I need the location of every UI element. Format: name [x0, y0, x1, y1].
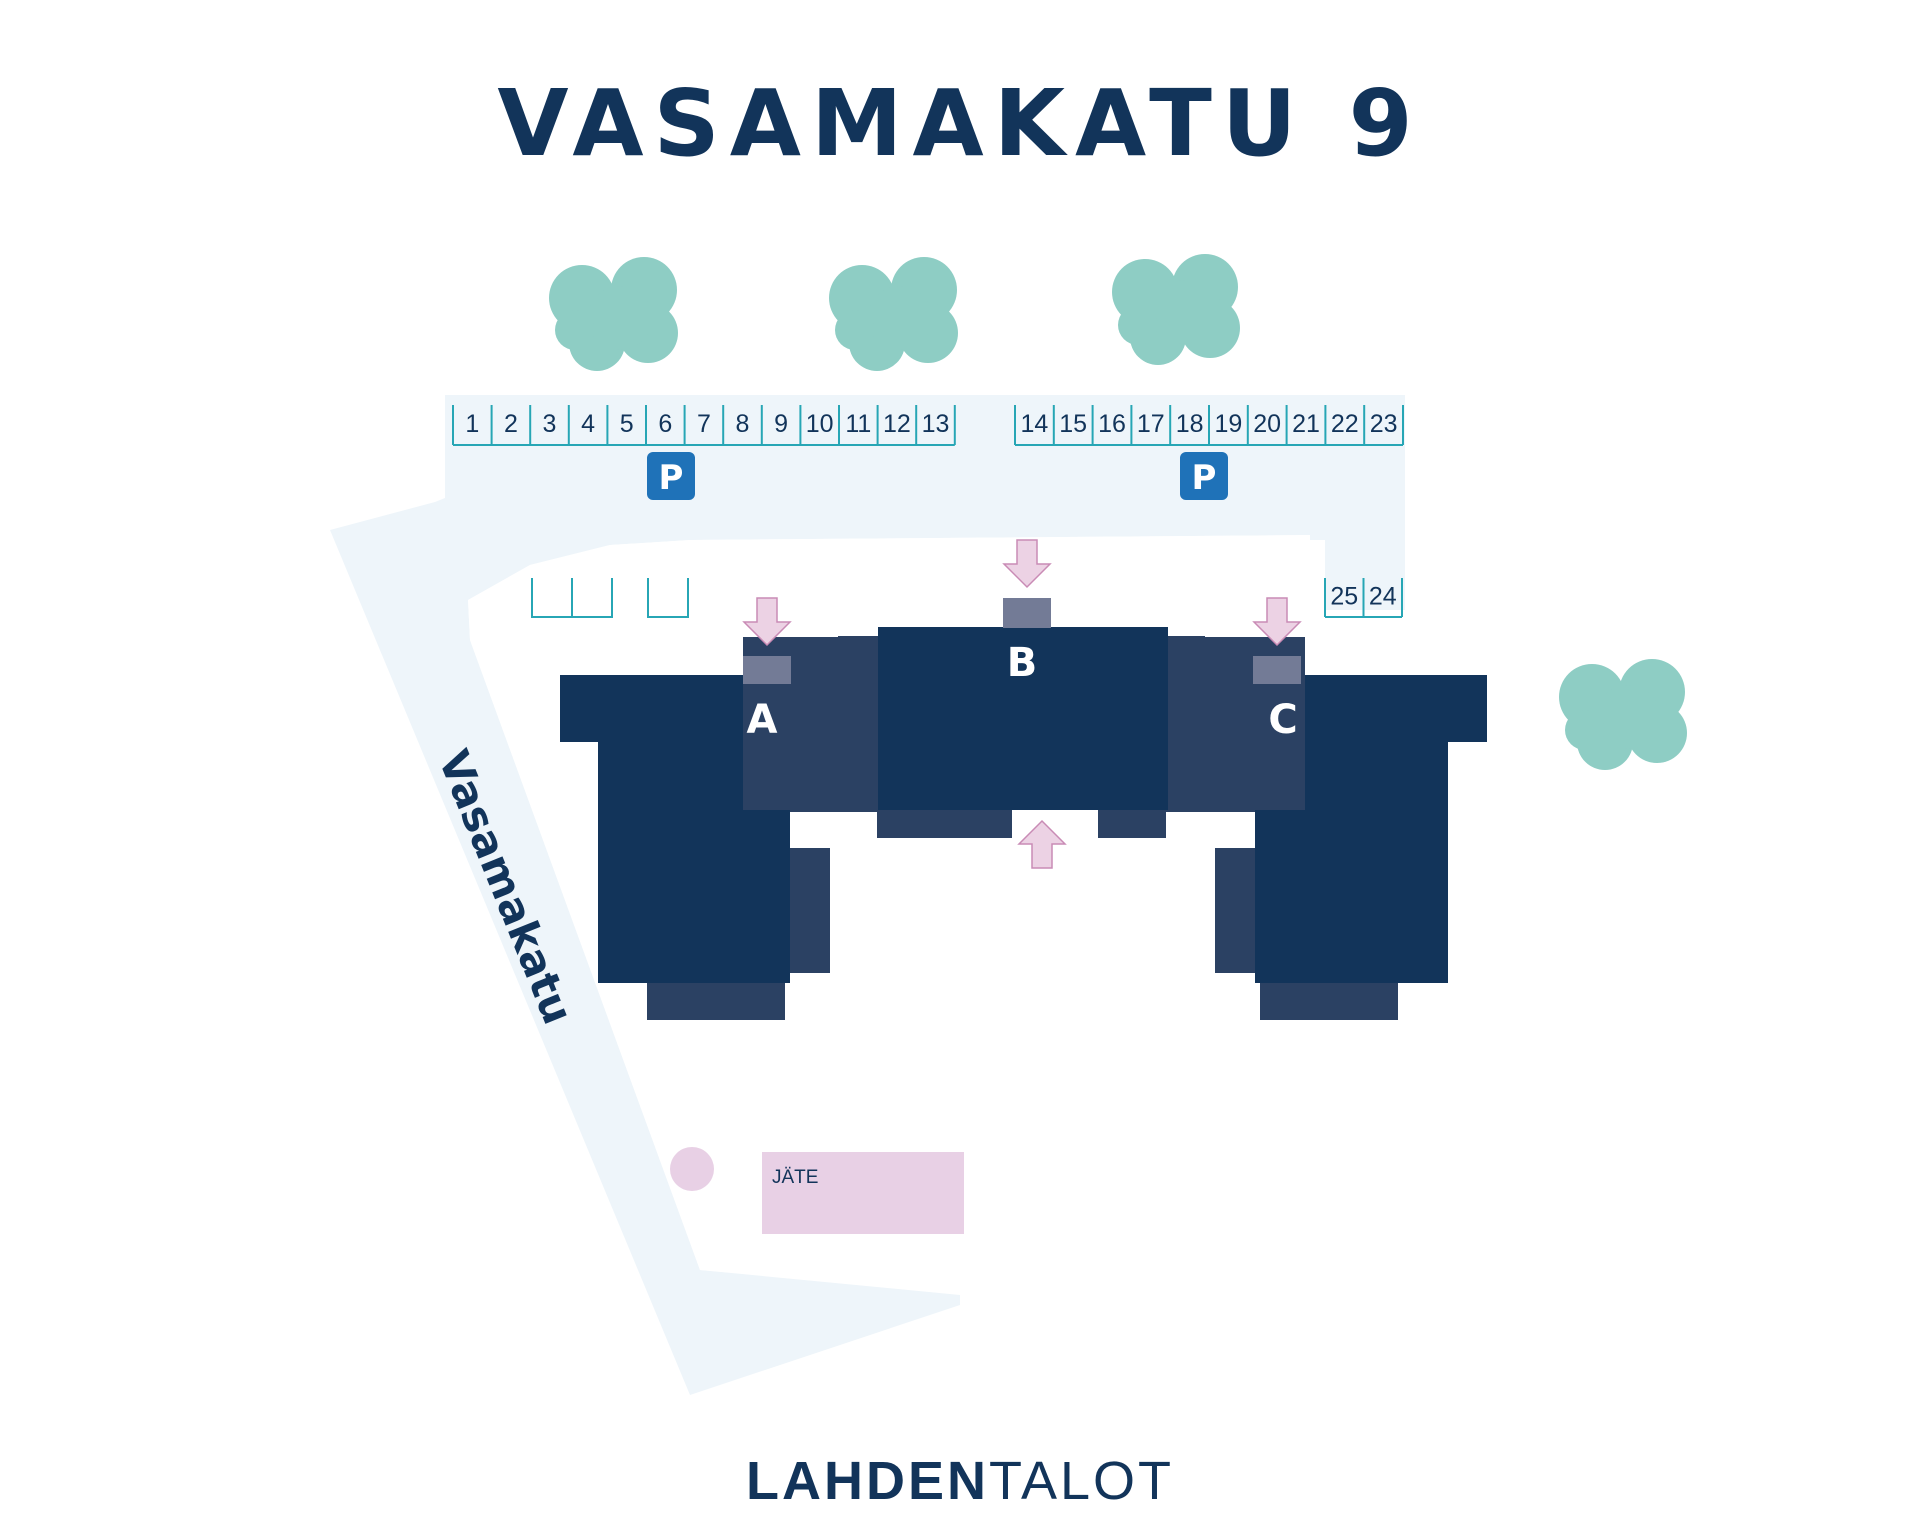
parking-space-number: 12 [883, 410, 911, 438]
building-label-c: C [1268, 697, 1297, 743]
waste-shelter [762, 1152, 964, 1234]
trees [549, 254, 1687, 770]
parking-space-number: 20 [1253, 410, 1281, 438]
parking-space-number: 11 [845, 410, 871, 438]
parking-space-number: 15 [1059, 410, 1087, 438]
building-wing [1215, 848, 1260, 973]
tree-icon [829, 257, 958, 371]
parking-space-number: 14 [1020, 410, 1048, 438]
parking-space-number: 8 [736, 410, 750, 438]
roads [330, 395, 1405, 1395]
parking-row-lower-left [531, 578, 689, 618]
parking-sign: P [1180, 452, 1228, 500]
parking-space-number: 7 [697, 410, 711, 438]
parking-sign-label: P [1192, 458, 1217, 498]
logo-bold-part: LAHDEN [745, 1451, 989, 1511]
building-b [878, 627, 1168, 810]
tree-icon [1559, 659, 1687, 770]
building-label-b: B [1007, 640, 1038, 686]
building-wing [785, 848, 830, 973]
entrance [1253, 656, 1301, 684]
parking-space-number: 19 [1214, 410, 1242, 438]
parking-space-number: 6 [658, 410, 672, 438]
logo-light-part: TALOT [988, 1451, 1174, 1511]
waste-label: JÄTE [772, 1167, 818, 1188]
building-label-a: A [747, 697, 778, 743]
parking-space-number: 16 [1098, 410, 1126, 438]
buildings: A B C [560, 598, 1487, 1020]
parking-space-number: 1 [465, 410, 479, 438]
building-c [1255, 675, 1487, 983]
parking-sign: P [647, 452, 695, 500]
building-wing [1260, 980, 1398, 1020]
entrance [743, 656, 791, 684]
parking-space-number: 24 [1369, 583, 1397, 611]
page-title: VASAMAKATU 9 [497, 70, 1423, 177]
parking-space-number: 4 [581, 410, 595, 438]
entrance [1003, 598, 1051, 628]
parking-space-number: 9 [774, 410, 788, 438]
waste-area: JÄTE [670, 1147, 964, 1234]
arrow-down-icon [1002, 539, 1052, 589]
parking-space-number: 21 [1292, 410, 1320, 438]
building-wing [838, 636, 878, 686]
tree-icon [1112, 254, 1240, 365]
arrow-down-icon [1252, 597, 1302, 647]
entrance-arrows [742, 539, 1302, 869]
parking-sign-label: P [659, 458, 684, 498]
parking-space-number: 23 [1370, 410, 1398, 438]
street-vasamakatu [330, 395, 1405, 1395]
parking-space-number: 13 [922, 410, 950, 438]
building-wing [1165, 636, 1205, 686]
parking-row-top-right: 14 15 16 17 18 19 20 21 22 23 [1014, 405, 1404, 446]
parking-space-number: 2 [504, 410, 518, 438]
building-a [560, 675, 790, 983]
parking-space-number: 17 [1137, 410, 1165, 438]
parking-space-number: 25 [1330, 583, 1358, 611]
arrow-down-icon [742, 597, 792, 647]
tree-icon [549, 257, 678, 371]
parking-space-number: 3 [543, 410, 557, 438]
parking-row-right-lower: 25 24 [1324, 578, 1403, 618]
waste-point-icon [670, 1147, 714, 1191]
parking-space-number: 18 [1176, 410, 1204, 438]
parking-space-number: 22 [1331, 410, 1359, 438]
company-logo: LAHDENTALOT [0, 1450, 1920, 1512]
parking-space-number: 5 [620, 410, 634, 438]
parking-space-number: 10 [806, 410, 834, 438]
building-wing [647, 980, 785, 1020]
arrow-up-icon [1017, 819, 1067, 869]
